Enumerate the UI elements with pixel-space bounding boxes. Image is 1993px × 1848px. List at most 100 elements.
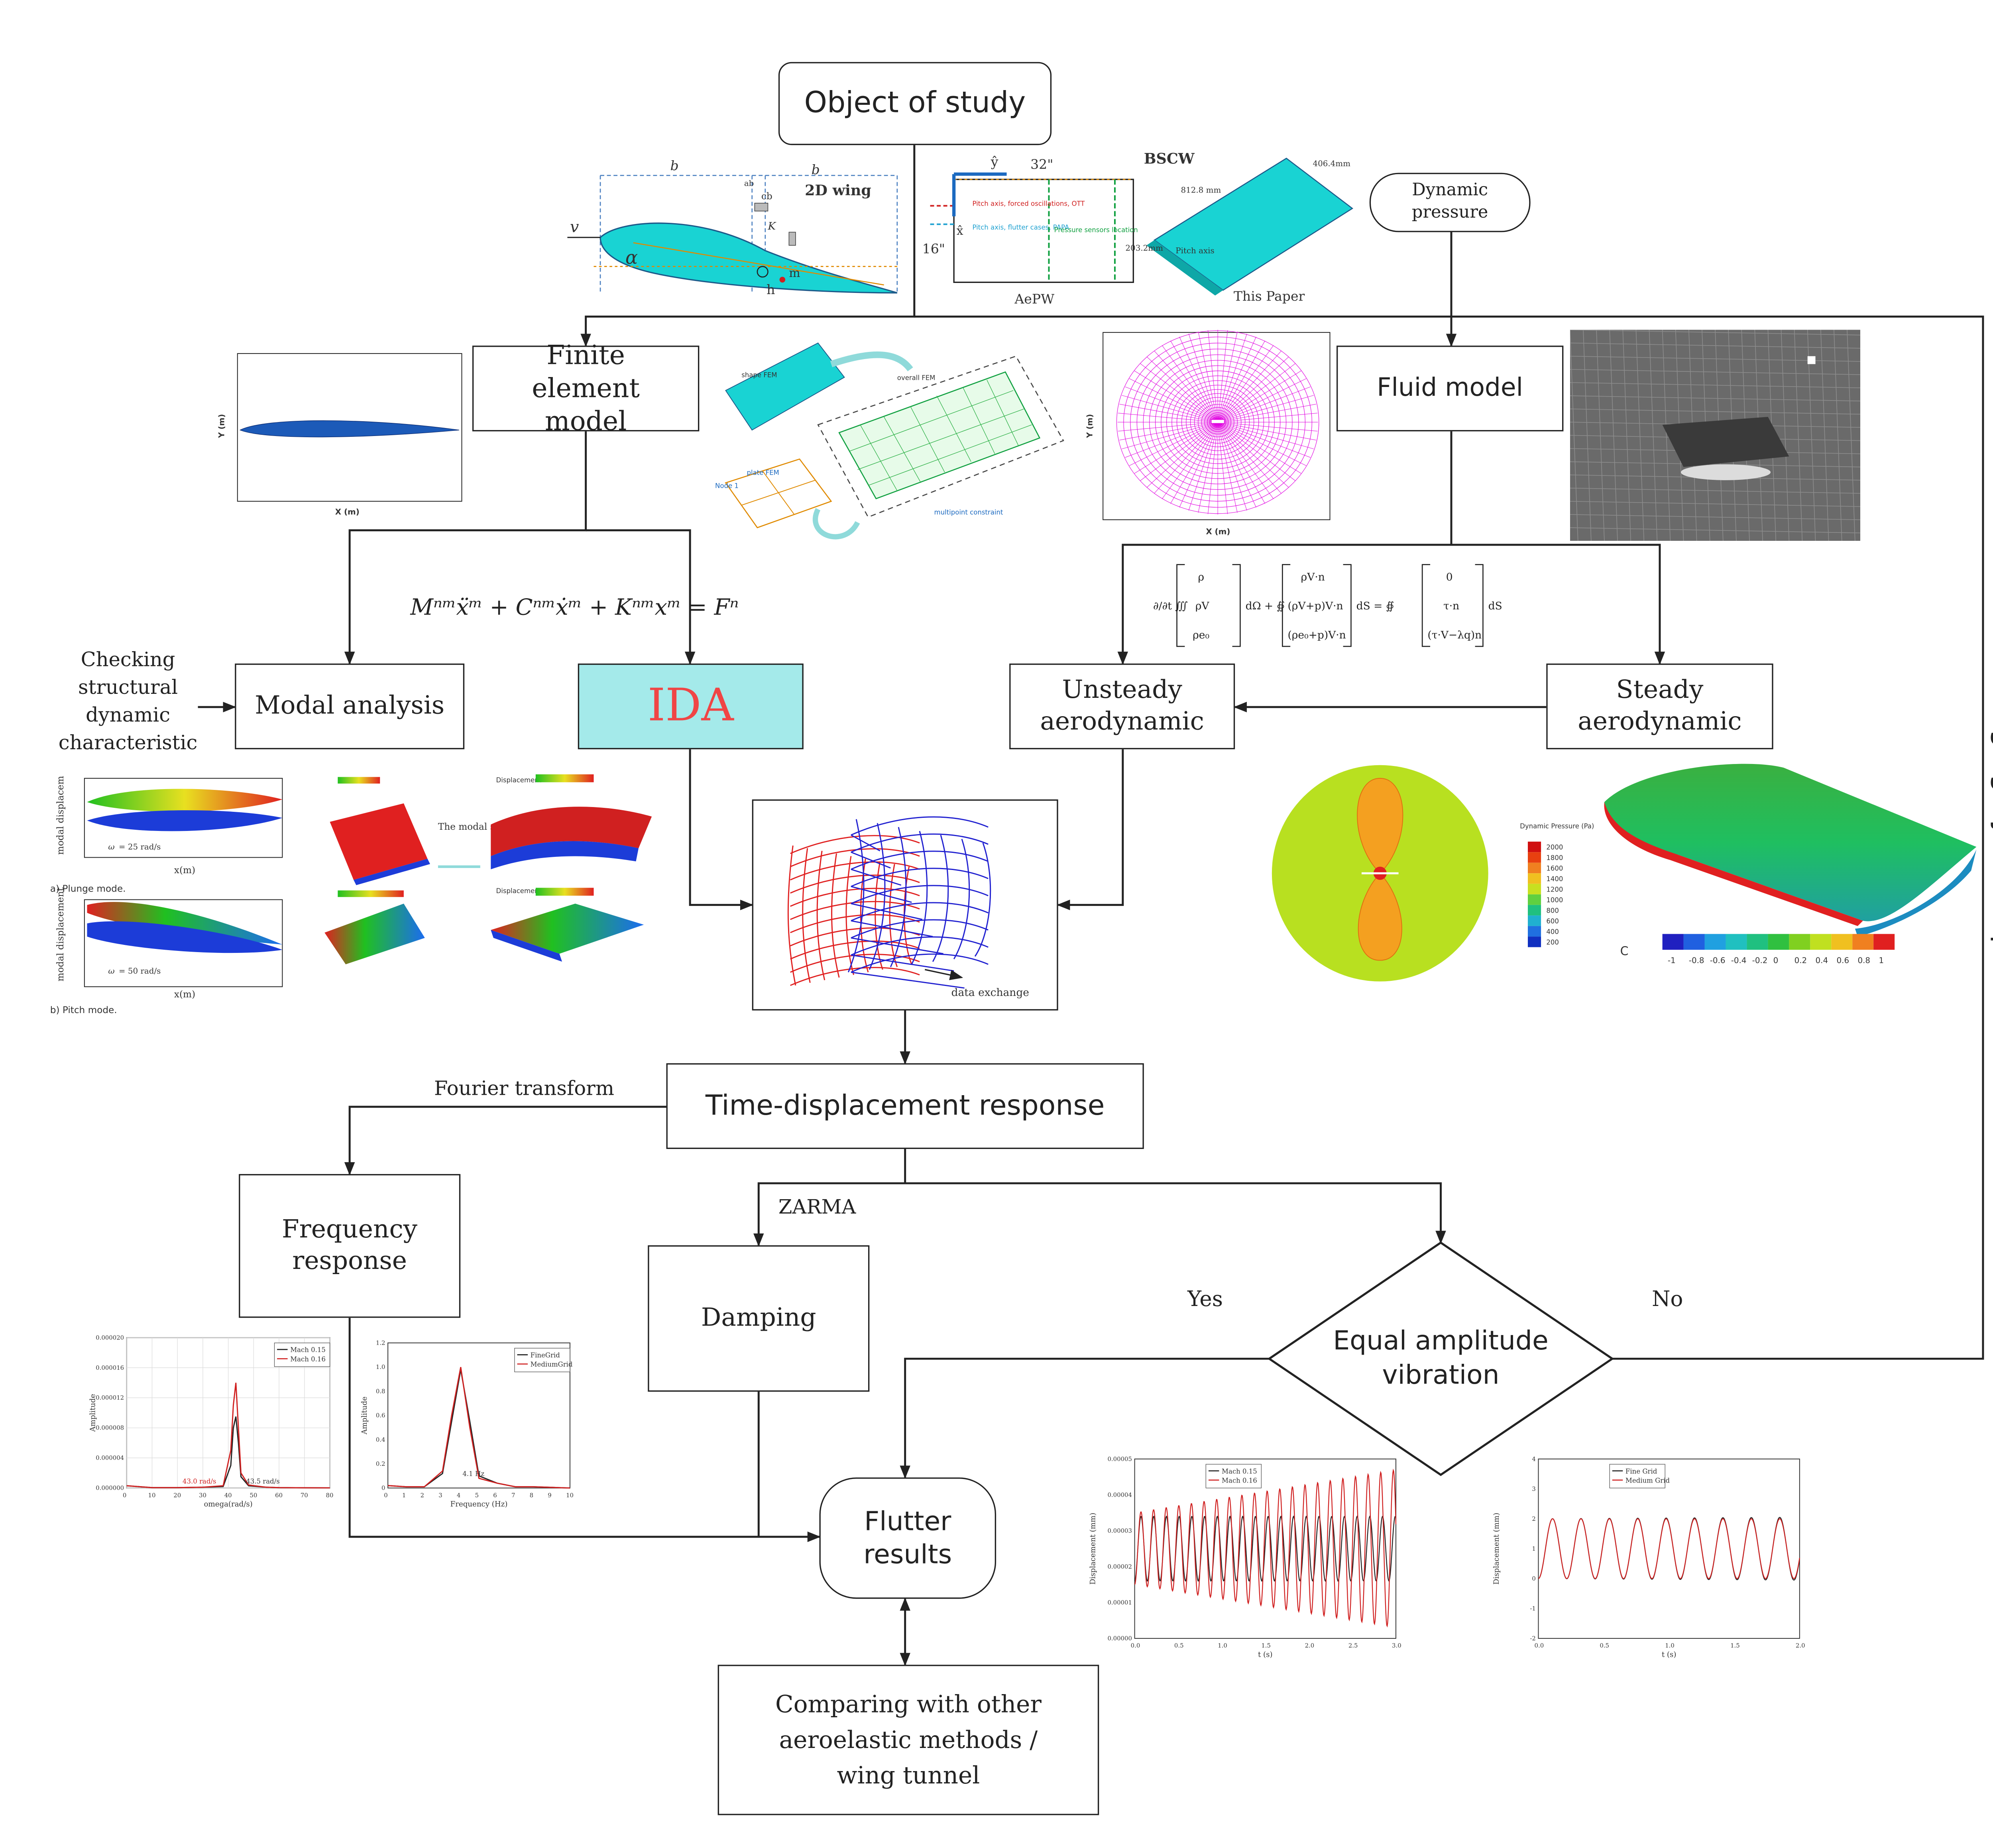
x-tick-label: 0.0: [1131, 1642, 1140, 1649]
cp-legend-value: -0.6: [1710, 956, 1726, 965]
modal-omega-h-val: = 25 rad/s: [119, 842, 161, 852]
pressure-legend-value: 1800: [1546, 854, 1563, 862]
cp-legend-swatch: [1831, 934, 1853, 950]
fourier-label: Fourier transform: [434, 1076, 614, 1100]
edge-frequency-flutter: [348, 1318, 821, 1542]
edge-unsteady-exchange: [1057, 749, 1124, 910]
edge-fluid-unsteady: [1117, 431, 1452, 665]
modal-omega-h: ω: [108, 842, 114, 852]
annotation: 43.0 rad/s: [183, 1477, 216, 1485]
pressure-legend-swatch: [1527, 873, 1541, 884]
cp-legend-swatch: [1662, 934, 1684, 950]
x-tick-label: 3.0: [1392, 1642, 1401, 1649]
pressure-legend-value: 800: [1546, 907, 1559, 915]
airfoil-panel: b b 2D wing ab cb K v α h m: [567, 158, 898, 297]
series-line: [1134, 1515, 1397, 1582]
airfoil-b-right: b: [812, 162, 820, 177]
cp-legend-value: -0.2: [1752, 956, 1768, 965]
x-tick-label: 0.0: [1535, 1642, 1544, 1649]
y-tick-label: 0.000008: [96, 1424, 124, 1432]
pressure-legend-value: 1400: [1546, 875, 1563, 883]
cp-legend-swatch: [1810, 934, 1832, 950]
svg-text:0: 0: [1446, 571, 1453, 583]
y-tick-label: 0.000004: [96, 1454, 124, 1461]
pressure-legend-swatch: [1527, 926, 1541, 937]
svg-text:τ·n: τ·n: [1443, 600, 1459, 612]
yes-label: Yes: [1187, 1286, 1223, 1312]
modal-plunge-caption: a) Plunge mode.: [50, 884, 126, 894]
x-tick-label: 40: [224, 1492, 232, 1499]
damping-box: Damping: [648, 1245, 870, 1392]
y-tick-label: 2: [1532, 1515, 1535, 1522]
edge-fem-ida: [586, 529, 696, 665]
modal-displacement-top: Displacement: [496, 776, 542, 784]
steady-aerodynamic-label: Steady aerodynamic: [1578, 675, 1742, 736]
x-tick-label: 20: [173, 1492, 181, 1499]
airfoil-v: v: [570, 218, 579, 236]
x-tick-label: 1.5: [1730, 1642, 1740, 1649]
pressure-legend-value: 600: [1546, 917, 1559, 925]
edge-object-fem: [580, 145, 916, 347]
data-exchange-panel: data exchange: [752, 799, 1058, 1011]
x-tick-label: 6: [493, 1492, 497, 1499]
chart-plot-area: [1538, 1458, 1800, 1639]
x-tick-label: 0: [123, 1492, 126, 1499]
cfd-mesh-ylabel: Y (m): [1085, 414, 1095, 438]
y-tick-label: -2: [1530, 1635, 1535, 1642]
modal-3d-panel: The modal shape is not changed. Displace…: [324, 774, 652, 964]
wing-dim-812: 812.8 mm: [1181, 185, 1221, 194]
svg-text:(τ·V−λq)n: (τ·V−λq)n: [1427, 629, 1482, 641]
y-tick-label: 4: [1532, 1455, 1535, 1463]
changing-dynamic-pressure-label: Changing dynamic pressure: [1989, 654, 1993, 1060]
time-displacement-box: Time-displacement response: [666, 1063, 1144, 1149]
modal-shapes-panel: modal displacement x(m) ω = 25 rad/s a) …: [50, 776, 283, 1015]
dynamic-pressure-label: Dynamic pressure: [1411, 181, 1488, 222]
edge-feedback-loop: [914, 315, 1984, 1360]
pressure-contour-panel: Dynamic Pressure (Pa) 200018001600140012…: [1272, 765, 1594, 982]
y-axis-label: Amplitude: [360, 1396, 369, 1435]
cfd-mesh-rays: [1117, 330, 1318, 515]
flutter-results-label: Flutter results: [863, 1505, 952, 1570]
cp-legend-swatch: [1683, 934, 1705, 950]
fluid-model-box: Fluid model: [1337, 346, 1564, 432]
wing-pitch-flutter: Pitch axis, flutter cases, PAPA: [972, 224, 1069, 231]
modal-xlabel-a: x(m): [174, 865, 195, 876]
x-tick-label: 1: [402, 1492, 406, 1499]
cp-legend-value: 0.8: [1857, 956, 1870, 965]
legend-entry: Mach 0.15: [1222, 1467, 1257, 1475]
airfoil-mesh-plot: X (m) Y (m): [217, 353, 462, 516]
fem-overall-label: overall FEM: [897, 374, 936, 381]
svg-text:(ρV+p)V·n: (ρV+p)V·n: [1288, 600, 1343, 612]
legend-entry: Mach 0.15: [290, 1346, 326, 1354]
y-tick-label: 0.00003: [1107, 1527, 1132, 1534]
x-tick-label: 8: [530, 1492, 533, 1499]
x-tick-label: 80: [326, 1492, 334, 1499]
airfoil-h: h: [767, 282, 775, 297]
x-axis-label: omega(rad/s): [204, 1500, 252, 1508]
fluid-model-label: Fluid model: [1377, 373, 1523, 402]
ida-box: IDA: [578, 663, 804, 750]
x-tick-label: 1.0: [1665, 1642, 1675, 1649]
frequency-response-box: Frequency response: [239, 1174, 461, 1318]
wing-dim-406: 406.4mm: [1313, 159, 1350, 168]
x-tick-label: 50: [250, 1492, 257, 1499]
cp-legend-value: -1: [1668, 956, 1676, 965]
pressure-legend-swatch: [1527, 915, 1541, 926]
cp-legend-swatch: [1768, 934, 1789, 950]
svg-text:ρ: ρ: [1198, 571, 1204, 583]
y-tick-label: 0.4: [376, 1436, 385, 1443]
gray-3d-mesh-panel: [1570, 330, 1861, 541]
legend-box: [514, 1348, 570, 1373]
pressure-legend-value: 1000: [1546, 896, 1563, 904]
cp-legend-value: 0.4: [1816, 956, 1828, 965]
airfoil-alpha: α: [625, 247, 638, 268]
cp-legend-swatch: [1852, 934, 1874, 950]
pressure-legend-value: 2000: [1546, 844, 1563, 851]
data-exchange-graphic: data exchange: [787, 816, 1029, 999]
x-tick-label: 2.5: [1348, 1642, 1358, 1649]
